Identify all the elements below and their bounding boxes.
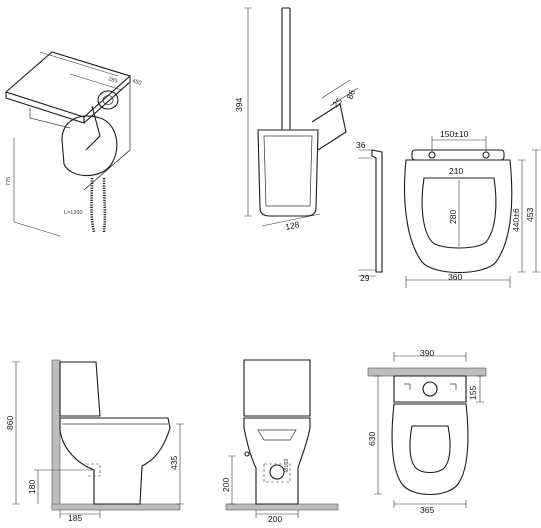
shelf-bracket bbox=[29, 108, 71, 129]
dim-86: 86 bbox=[344, 88, 357, 101]
dim-200-width: 200 bbox=[268, 514, 282, 524]
dim-line-435 bbox=[176, 423, 184, 505]
dim-630: 630 bbox=[367, 432, 377, 446]
dim-line-453 bbox=[532, 149, 540, 273]
dim-25: 25 bbox=[330, 95, 344, 109]
dim-775: 775 bbox=[6, 177, 12, 186]
dim-line-630 bbox=[374, 375, 382, 495]
side-tank bbox=[59, 361, 101, 417]
dim-line-440 bbox=[518, 159, 526, 273]
top-tank bbox=[393, 375, 467, 403]
seat-outer bbox=[404, 159, 513, 274]
hinge-left bbox=[428, 151, 436, 159]
side-outlet bbox=[86, 463, 101, 477]
hinge-right bbox=[482, 151, 490, 159]
seat-side-profile bbox=[371, 149, 383, 273]
dim-line-365 bbox=[393, 500, 467, 508]
dim-860: 860 bbox=[5, 416, 15, 430]
dim-line-155 bbox=[476, 375, 484, 403]
front-bowl bbox=[243, 417, 311, 505]
dim-line-450 bbox=[39, 51, 119, 77]
dim-line-36 bbox=[358, 149, 372, 159]
side-floor bbox=[51, 503, 181, 511]
shower-holder-body bbox=[61, 115, 118, 177]
dim-440: 440±6 bbox=[511, 208, 521, 232]
side-bowl bbox=[59, 417, 171, 505]
dim-line-128 bbox=[261, 213, 321, 227]
shower-head-face bbox=[102, 95, 114, 105]
dim-line-360 bbox=[405, 276, 511, 288]
front-tank bbox=[243, 359, 311, 417]
brush-cup bbox=[257, 129, 319, 217]
dim-360: 360 bbox=[448, 272, 462, 282]
dim-280: 280 bbox=[448, 210, 458, 224]
front-supply-point bbox=[244, 451, 250, 457]
seat-hinge-bar bbox=[411, 149, 505, 161]
dim-29: 29 bbox=[360, 273, 370, 283]
dim-diameter: Ø102 bbox=[284, 459, 290, 472]
wc-side-view: 860 435 180 185 bbox=[5, 359, 184, 523]
seat-view: 36 29 150±10 210 280 360 440±6 453 bbox=[356, 129, 540, 288]
dim-435: 435 bbox=[169, 456, 179, 470]
dim-line-860 bbox=[12, 361, 20, 505]
bidet-shower-view: 450 285 775 L=1200 bbox=[4, 51, 142, 237]
dim-line-180 bbox=[34, 469, 94, 504]
dim-hinge-spacing: 150±10 bbox=[440, 129, 469, 139]
brush-handle bbox=[281, 7, 291, 130]
wall-outline bbox=[83, 76, 131, 191]
shower-head bbox=[97, 90, 119, 110]
dim-180: 180 bbox=[27, 480, 37, 494]
front-floor bbox=[225, 503, 339, 511]
dim-285: 285 bbox=[107, 76, 118, 85]
dim-450: 450 bbox=[131, 78, 142, 87]
dim-line-29 bbox=[358, 269, 376, 277]
wc-top-view: 390 155 630 365 bbox=[367, 348, 487, 515]
top-flush-button bbox=[422, 381, 438, 397]
dim-line-200v bbox=[228, 455, 236, 505]
seat-inner-opening bbox=[421, 177, 497, 249]
dim-453: 453 bbox=[525, 208, 535, 222]
shelf-plate bbox=[4, 51, 132, 118]
dim-185: 185 bbox=[68, 513, 82, 523]
dim-200-height: 200 bbox=[221, 478, 231, 492]
dim-line-285 bbox=[69, 73, 123, 91]
dim-hose-length: L=1200 bbox=[64, 210, 83, 216]
front-outlet-circle bbox=[269, 464, 285, 480]
top-fixing-marks bbox=[404, 383, 457, 390]
dim-155: 155 bbox=[468, 386, 478, 400]
dim-line-150 bbox=[431, 136, 487, 152]
dim-guides bbox=[13, 149, 131, 237]
dim-394: 394 bbox=[234, 98, 244, 112]
top-bowl bbox=[391, 403, 469, 495]
top-bowl-opening bbox=[409, 425, 451, 474]
front-rim bbox=[257, 429, 297, 441]
hose-left bbox=[90, 177, 96, 233]
front-outlet-hidden bbox=[263, 463, 291, 483]
dim-128: 128 bbox=[284, 219, 300, 232]
dim-365: 365 bbox=[420, 505, 434, 515]
brush-holder-view: 394 86 25 128 bbox=[234, 7, 359, 232]
top-wall bbox=[367, 367, 487, 377]
hose-right bbox=[102, 177, 107, 233]
wc-front-view: 200 200 Ø102 bbox=[221, 359, 339, 524]
dim-line-390 bbox=[393, 352, 467, 362]
dim-36: 36 bbox=[356, 140, 366, 150]
shower-handle bbox=[85, 105, 101, 151]
shelf-edge bbox=[5, 92, 85, 124]
wall-plate bbox=[311, 103, 347, 151]
dim-390: 390 bbox=[420, 348, 434, 358]
dim-line-394 bbox=[244, 7, 252, 217]
brush-cup-inner bbox=[263, 135, 313, 207]
side-wall bbox=[51, 359, 61, 509]
dim-line-185 bbox=[59, 510, 101, 518]
dim-line-200h bbox=[255, 510, 299, 518]
dim-line-86 bbox=[321, 79, 359, 107]
dim-210: 210 bbox=[449, 166, 463, 176]
